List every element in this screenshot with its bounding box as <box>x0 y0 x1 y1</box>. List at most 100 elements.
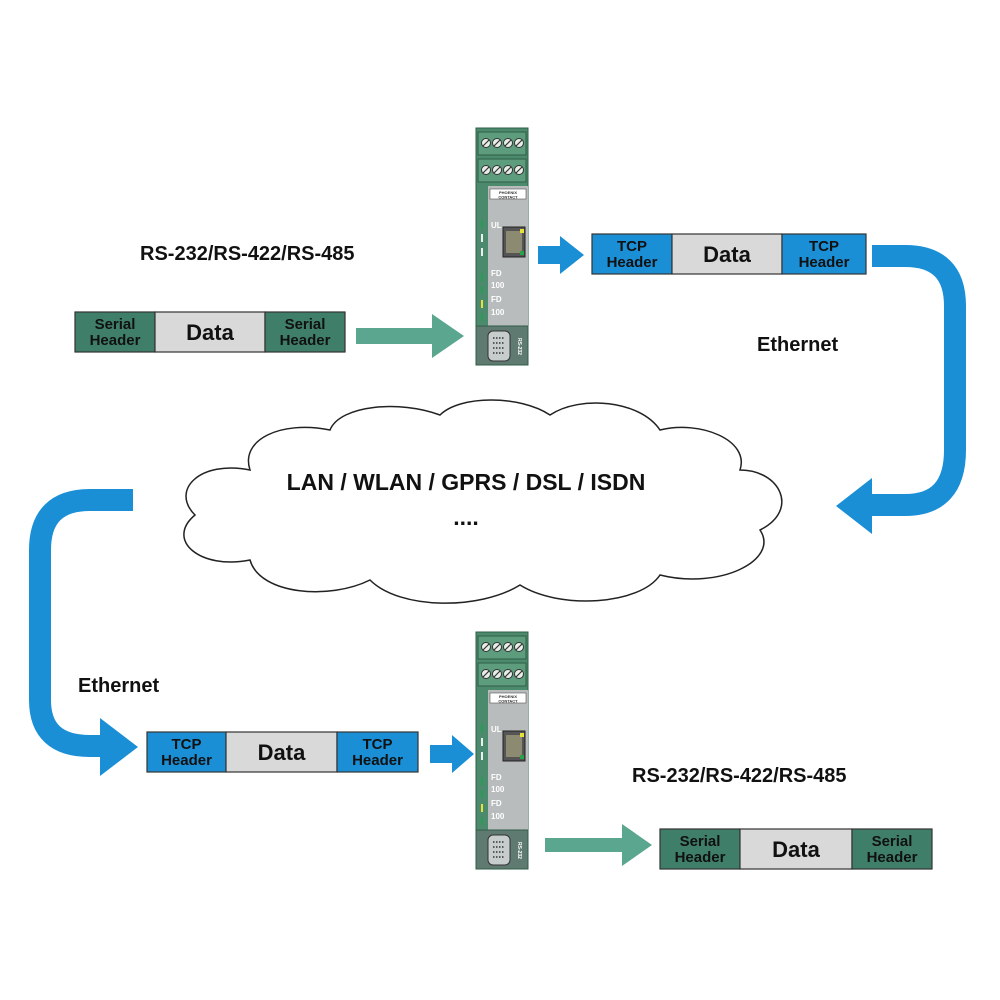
status-led <box>481 313 483 321</box>
network-cloud: LAN / WLAN / GPRS / DSL / ISDN .... <box>183 399 783 604</box>
header-segment <box>146 731 227 773</box>
led-label: 100 <box>491 812 505 821</box>
ethernet-arrowhead-left <box>100 718 138 776</box>
status-led <box>481 738 483 746</box>
header-label: TCP <box>809 238 839 255</box>
brand-logo-text: PHOENIX <box>499 190 517 195</box>
header-label: Header <box>799 254 850 271</box>
header-label: Serial <box>872 833 913 850</box>
status-led <box>481 804 483 812</box>
db9-connector-icon <box>487 330 511 362</box>
screw-slot <box>515 643 523 651</box>
status-led <box>481 248 483 256</box>
data-label: Data <box>258 740 306 765</box>
screw-slot <box>504 166 512 174</box>
data-segment <box>671 233 783 275</box>
screw-slot <box>493 166 501 174</box>
header-segment <box>264 311 346 353</box>
ethernet-right-label: Ethernet <box>757 334 838 356</box>
header-segment <box>74 311 156 353</box>
screw-slot <box>515 139 523 147</box>
led-label: FD <box>491 799 502 808</box>
led-label: UL <box>491 221 502 230</box>
status-led <box>481 286 483 294</box>
screw-slot <box>482 139 490 147</box>
led-label: 100 <box>491 281 505 290</box>
status-led <box>481 220 483 228</box>
data-label: Data <box>703 242 751 267</box>
screw-slot <box>504 670 512 678</box>
header-label: Serial <box>285 316 326 333</box>
screw-slot <box>493 670 501 678</box>
status-led <box>481 724 483 732</box>
brand-logo-text: CONTACT <box>498 195 518 200</box>
header-label: Header <box>352 752 403 769</box>
device-to-tcp-arrow <box>538 236 584 274</box>
header-label: Header <box>280 332 331 349</box>
led-label: FD <box>491 773 502 782</box>
ethernet-flow-left <box>29 489 133 757</box>
data-label: Data <box>186 320 234 345</box>
data-label: Data <box>772 837 820 862</box>
status-led <box>481 273 483 281</box>
header-label: Header <box>607 254 658 271</box>
tcp-to-device-arrow <box>430 735 474 773</box>
port-label: RS-232 <box>516 842 522 859</box>
led-label: UL <box>491 725 502 734</box>
serial-protocols-bottom-label: RS-232/RS-422/RS-485 <box>632 765 847 787</box>
header-label: TCP <box>617 238 647 255</box>
header-label: Header <box>867 849 918 866</box>
screw-slot <box>493 139 501 147</box>
screw-slot <box>482 166 490 174</box>
screw-slot <box>504 139 512 147</box>
port-label: RS-232 <box>516 338 522 355</box>
header-segment <box>336 731 419 773</box>
screw-slot <box>482 643 490 651</box>
data-segment <box>154 311 266 353</box>
status-led <box>481 777 483 785</box>
header-label: Serial <box>680 833 721 850</box>
screw-slot <box>493 643 501 651</box>
led-label: FD <box>491 295 502 304</box>
device-to-serial-arrow <box>545 824 652 866</box>
header-segment <box>781 233 867 275</box>
port-led-green <box>520 251 524 255</box>
ethernet-port-contacts <box>506 231 522 253</box>
port-led-yellow <box>520 229 524 233</box>
db9-connector-icon <box>487 834 511 866</box>
data-segment <box>225 731 338 773</box>
header-label: TCP <box>363 736 393 753</box>
led-label: 100 <box>491 785 505 794</box>
ethernet-flow-right <box>870 245 966 516</box>
serial-protocols-top-label: RS-232/RS-422/RS-485 <box>140 243 355 265</box>
status-led <box>481 790 483 798</box>
header-segment <box>659 828 741 870</box>
led-label: FD <box>491 269 502 278</box>
terminal-block <box>477 662 527 687</box>
screw-slot <box>504 643 512 651</box>
header-label: Header <box>675 849 726 866</box>
header-label: Header <box>161 752 212 769</box>
ethernet-port-contacts <box>506 735 522 757</box>
screw-slot <box>482 670 490 678</box>
status-led <box>481 817 483 825</box>
terminal-block <box>477 158 527 183</box>
header-label: Serial <box>95 316 136 333</box>
header-segment <box>851 828 933 870</box>
network-types-label: LAN / WLAN / GPRS / DSL / ISDN <box>287 469 646 495</box>
brand-logo <box>489 692 527 704</box>
header-label: Header <box>90 332 141 349</box>
screw-slot <box>515 670 523 678</box>
brand-logo <box>489 188 527 200</box>
terminal-block <box>477 131 527 156</box>
port-led-yellow <box>520 733 524 737</box>
status-led <box>481 752 483 760</box>
brand-logo-text: PHOENIX <box>499 694 517 699</box>
